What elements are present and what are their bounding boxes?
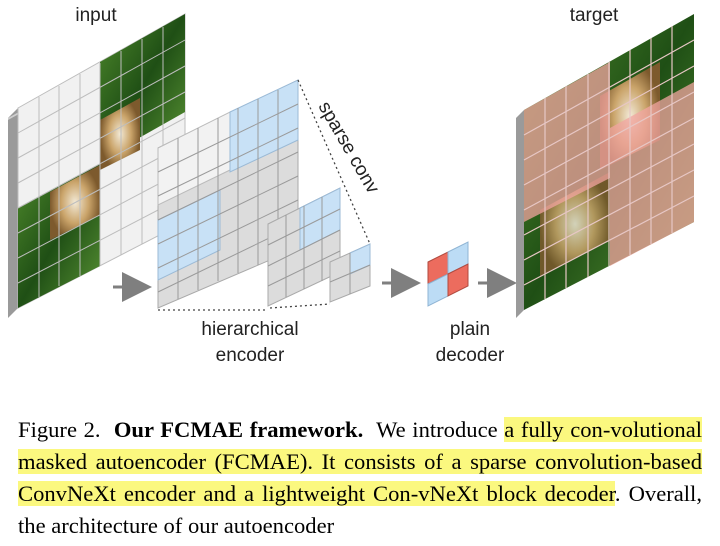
figure-number: Figure 2. bbox=[18, 417, 101, 442]
sparse-conv-label: sparse conv bbox=[314, 98, 384, 198]
input-label: input bbox=[75, 5, 117, 26]
target-grid bbox=[523, 26, 695, 299]
decoder-label-line1: plain bbox=[450, 319, 490, 340]
decoder-block bbox=[427, 241, 469, 307]
decoder-label-line2: decoder bbox=[436, 345, 505, 366]
encoder-stage-3 bbox=[329, 243, 371, 303]
input-image bbox=[8, 13, 186, 318]
caption-intro: We introduce bbox=[376, 417, 498, 442]
figure-caption: Figure 2. Our FCMAE framework. We introd… bbox=[18, 414, 702, 542]
sparse-conv-lines bbox=[158, 79, 371, 311]
encoder-stage-2 bbox=[267, 187, 341, 307]
encoder-stage-1 bbox=[157, 79, 299, 309]
encoder-label-line2: encoder bbox=[216, 345, 285, 366]
fcmae-diagram: input bbox=[8, 5, 695, 366]
caption-rest: . Overall, the architecture of our autoe… bbox=[18, 481, 702, 538]
target-label: target bbox=[570, 5, 619, 26]
target-image bbox=[516, 14, 695, 318]
encoder-label-line1: hierarchical bbox=[201, 319, 298, 340]
input-grid bbox=[17, 27, 186, 297]
caption-title: Our FCMAE framework. bbox=[113, 417, 364, 442]
